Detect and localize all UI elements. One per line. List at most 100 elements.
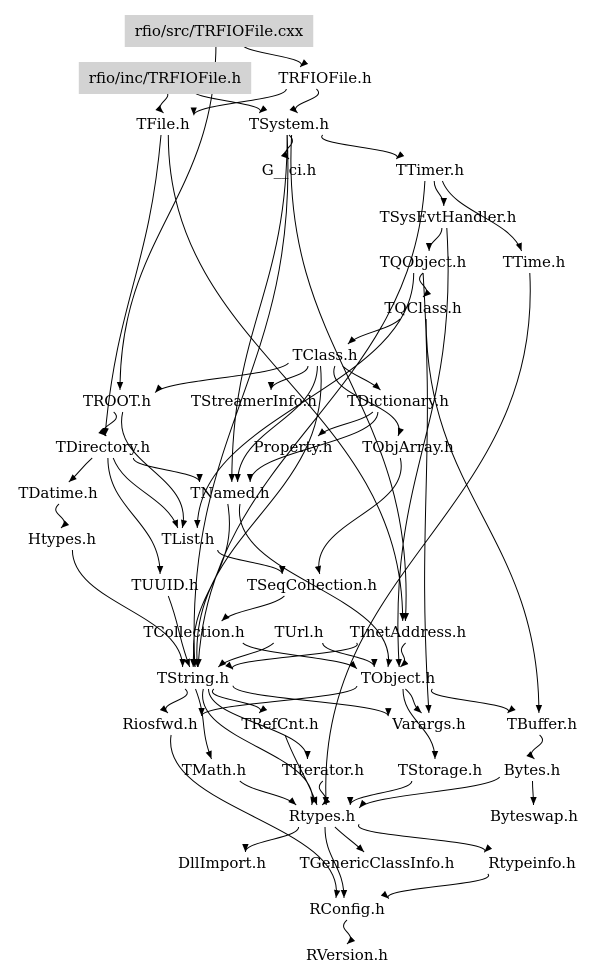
edge-trfiofile-h-to-tsystem (289, 88, 320, 114)
node-label: TQClass.h (384, 299, 462, 317)
node-trfiofile-inc[interactable]: rfio/inc/TRFIOFile.h (78, 62, 252, 94)
node-bytes[interactable]: Bytes.h (504, 761, 561, 779)
edge-tfile-to-tinetaddress (167, 134, 406, 622)
node-label: TTimer.h (396, 161, 464, 179)
node-tdatime[interactable]: TDatime.h (18, 484, 98, 502)
node-gci[interactable]: G__ci.h (262, 161, 317, 179)
node-tcollection[interactable]: TCollection.h (143, 623, 245, 641)
edge-tdictionary-to-tnamed (246, 411, 379, 483)
node-htypes[interactable]: Htypes.h (28, 530, 97, 548)
node-turl[interactable]: TUrl.h (274, 623, 323, 641)
edge-tobject-to-tbuffer (431, 688, 516, 714)
edge-tnamed-to-tstring (190, 503, 230, 668)
node-label: rfio/src/TRFIOFile.cxx (135, 22, 304, 40)
edge-tinetaddress-to-tstring (225, 642, 358, 670)
node-tqclass[interactable]: TQClass.h (384, 299, 462, 317)
node-tinetaddress[interactable]: TInetAddress.h (350, 623, 467, 641)
edge-ttime-to-rtypes (322, 272, 531, 806)
edge-tbuffer-to-bytes (526, 734, 543, 760)
node-titerator[interactable]: TIterator.h (282, 761, 364, 779)
edge-rtypes-to-dllimport (242, 826, 300, 853)
edge-trefcnt-to-rtypes (284, 734, 318, 806)
node-label: TNamed.h (190, 484, 270, 502)
node-label: Rtypeinfo.h (488, 854, 576, 872)
node-rconfig[interactable]: RConfig.h (309, 900, 385, 918)
edge-ttimer-to-tsysevthandler (433, 180, 447, 207)
node-label: Byteswap.h (490, 807, 578, 825)
node-riosfwd[interactable]: Riosfwd.h (122, 715, 198, 733)
node-tstreamerinfo[interactable]: TStreamerInfo.h (191, 392, 317, 410)
edge-layer (55, 41, 543, 945)
node-label: TList.h (162, 530, 215, 548)
edge-tdirectory-to-tuuid (107, 457, 164, 575)
node-tseqcollection[interactable]: TSeqCollection.h (247, 576, 377, 594)
edge-troot-to-tlist (121, 411, 188, 529)
node-label: TBuffer.h (507, 715, 578, 733)
edge-htypes-to-tstring (71, 549, 186, 668)
edge-tqobject-to-tqclass (419, 272, 432, 298)
node-tstring[interactable]: TString.h (157, 669, 229, 687)
node-rversion[interactable]: RVersion.h (306, 946, 388, 964)
node-byteswap[interactable]: Byteswap.h (490, 807, 578, 825)
node-label: TDatime.h (18, 484, 98, 502)
node-label: Rtypes.h (289, 807, 356, 825)
node-label: TSysEvtHandler.h (380, 208, 517, 226)
node-tclass[interactable]: TClass.h (292, 346, 357, 364)
node-label: TROOT.h (83, 392, 151, 410)
node-tnamed[interactable]: TNamed.h (190, 484, 270, 502)
node-tdirectory[interactable]: TDirectory.h (56, 438, 151, 456)
node-tsysevthandler[interactable]: TSysEvtHandler.h (380, 208, 517, 226)
node-tmath[interactable]: TMath.h (182, 761, 247, 779)
edge-bytes-to-rtypes (358, 776, 501, 809)
edge-titerator-to-rtypes (318, 780, 331, 806)
node-rtypes[interactable]: Rtypes.h (289, 807, 356, 825)
edge-tobjarray-to-tseqcollection (314, 457, 402, 575)
node-tstorage[interactable]: TStorage.h (398, 761, 483, 779)
node-label: TSystem.h (249, 115, 329, 133)
node-ttime[interactable]: TTime.h (503, 253, 566, 271)
node-label: Varargs.h (391, 715, 466, 733)
node-trefcnt[interactable]: TRefCnt.h (241, 715, 319, 733)
node-tfile[interactable]: TFile.h (136, 115, 190, 133)
edge-tstring-to-trefcnt (211, 688, 268, 714)
node-troot[interactable]: TROOT.h (83, 392, 151, 410)
node-label: RConfig.h (309, 900, 385, 918)
node-varargs[interactable]: Varargs.h (391, 715, 466, 733)
node-rtypeinfo[interactable]: Rtypeinfo.h (488, 854, 576, 872)
node-tgenericclassinfo[interactable]: TGenericClassInfo.h (300, 854, 455, 872)
edge-tstring-to-riosfwd (159, 688, 188, 714)
node-dllimport[interactable]: DllImport.h (178, 854, 266, 872)
node-tqobject[interactable]: TQObject.h (380, 253, 467, 271)
node-tdictionary[interactable]: TDictionary.h (347, 392, 449, 410)
node-ttimer[interactable]: TTimer.h (396, 161, 464, 179)
node-label: Property.h (254, 438, 333, 456)
node-highlight-box (124, 15, 314, 47)
node-tuuid[interactable]: TUUID.h (131, 576, 198, 594)
node-label: Riosfwd.h (122, 715, 198, 733)
node-trfiofile-h[interactable]: TRFIOFile.h (278, 69, 372, 87)
node-trfiofile-cxx[interactable]: rfio/src/TRFIOFile.cxx (124, 15, 314, 47)
node-tlist[interactable]: TList.h (162, 530, 215, 548)
edge-tmath-to-rtypes (239, 780, 297, 806)
edge-tsysevthandler-to-tqobject (425, 227, 443, 252)
edge-tstring-to-rtypes (202, 688, 317, 806)
node-label: TMath.h (182, 761, 247, 779)
edge-tinetaddress-to-tobject (400, 642, 409, 668)
node-label: TClass.h (292, 346, 357, 364)
node-label: TFile.h (136, 115, 190, 133)
node-label: TRefCnt.h (241, 715, 319, 733)
edge-tqobject-to-varargs (422, 272, 432, 714)
node-label: TQObject.h (380, 253, 467, 271)
edge-tseqcollection-to-tcollection (221, 595, 285, 622)
edge-tstring-to-titerator (208, 688, 311, 760)
node-label: TStreamerInfo.h (191, 392, 317, 410)
node-tobject[interactable]: TObject.h (361, 669, 436, 687)
node-tbuffer[interactable]: TBuffer.h (507, 715, 578, 733)
node-tobjarray[interactable]: TObjArray.h (362, 438, 454, 456)
edge-rtypes-to-tgenericclassinfo (334, 826, 365, 853)
edge-tdirectory-to-tnamed (132, 457, 203, 483)
node-label: TUUID.h (131, 576, 198, 594)
node-property[interactable]: Property.h (254, 438, 333, 456)
node-tsystem[interactable]: TSystem.h (249, 115, 329, 133)
